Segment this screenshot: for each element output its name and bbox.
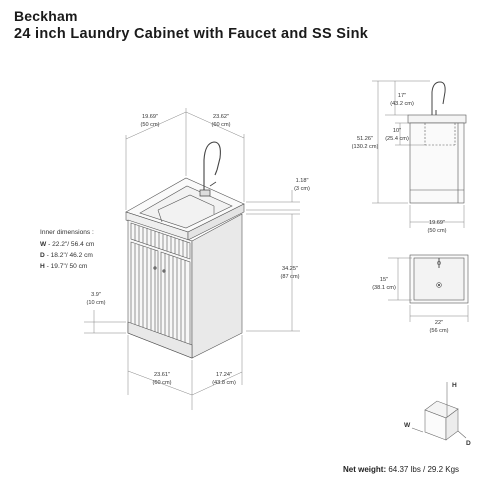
inner-dimensions: Inner dimensions : W - 22.2"/ 56.4 cm D … xyxy=(40,229,95,270)
faucet-drawing xyxy=(199,141,221,197)
top-view-drawing xyxy=(409,254,469,304)
brand-name: Beckham xyxy=(14,8,78,24)
axis-d-label: D xyxy=(466,440,471,447)
cabinet-height-cm-label: (87 cm) xyxy=(281,274,300,280)
top-view-width-label: 22" xyxy=(435,320,443,326)
net-weight-value: 64.37 lbs / 29.2 Kgs xyxy=(388,465,460,474)
net-weight: Net weight: 64.37 lbs / 29.2 Kgs xyxy=(343,465,459,474)
side-view-dimension-lines xyxy=(372,80,465,228)
main-dimension-lines xyxy=(84,108,300,410)
top-width-left-cm-label: (50 cm) xyxy=(141,122,160,128)
axis-w-label: W xyxy=(404,422,411,429)
axis-cube-icon xyxy=(411,382,467,441)
cabinet-height-label: 34.25" xyxy=(282,266,298,272)
side-depth-label: 19.69" xyxy=(429,220,445,226)
bottom-depth-cm-label: (43.8 cm) xyxy=(212,380,236,386)
main-cabinet-drawing xyxy=(125,177,245,359)
top-view-width-cm-label: (56 cm) xyxy=(430,328,449,334)
inner-dimension-row: D - 18.2"/ 46.2 cm xyxy=(40,252,93,259)
sink-depth-label: 10" xyxy=(393,128,401,134)
top-view-depth-cm-label: (38.1 cm) xyxy=(372,285,396,291)
sink-depth-cm-label: (25.4 cm) xyxy=(385,136,409,142)
inner-dimension-row: W - 22.2"/ 56.4 cm xyxy=(40,241,95,248)
inner-dimension-row: H - 19.7"/ 50 cm xyxy=(40,263,88,270)
faucet-height-label: 17" xyxy=(398,93,406,99)
faucet-height-cm-label: (43.2 cm) xyxy=(390,101,414,107)
bottom-depth-label: 17.24" xyxy=(216,372,232,378)
top-width-right-cm-label: (60 cm) xyxy=(212,122,231,128)
bottom-width-label: 23.61" xyxy=(154,372,170,378)
top-width-right-label: 23.62" xyxy=(213,114,229,120)
total-height-label: 51.26" xyxy=(357,136,373,142)
inner-dimensions-heading: Inner dimensions : xyxy=(40,229,94,236)
top-width-left-label: 19.69" xyxy=(142,114,158,120)
net-weight-label: Net weight: xyxy=(343,465,387,474)
sink-lip-cm-label: (3 cm) xyxy=(294,186,310,192)
total-height-cm-label: (130.2 cm) xyxy=(352,144,379,150)
axis-h-label: H xyxy=(452,382,457,389)
toe-kick-label: 3.9" xyxy=(91,292,101,298)
top-view-dimension-lines xyxy=(388,257,469,322)
top-view-depth-label: 15" xyxy=(380,277,388,283)
side-view-drawing xyxy=(407,81,467,204)
side-depth-cm-label: (50 cm) xyxy=(428,228,447,234)
product-title: 24 inch Laundry Cabinet with Faucet and … xyxy=(14,26,369,42)
bottom-width-cm-label: (60 cm) xyxy=(153,380,172,386)
sink-lip-label: 1.18" xyxy=(296,178,309,184)
toe-kick-cm-label: (10 cm) xyxy=(87,300,106,306)
